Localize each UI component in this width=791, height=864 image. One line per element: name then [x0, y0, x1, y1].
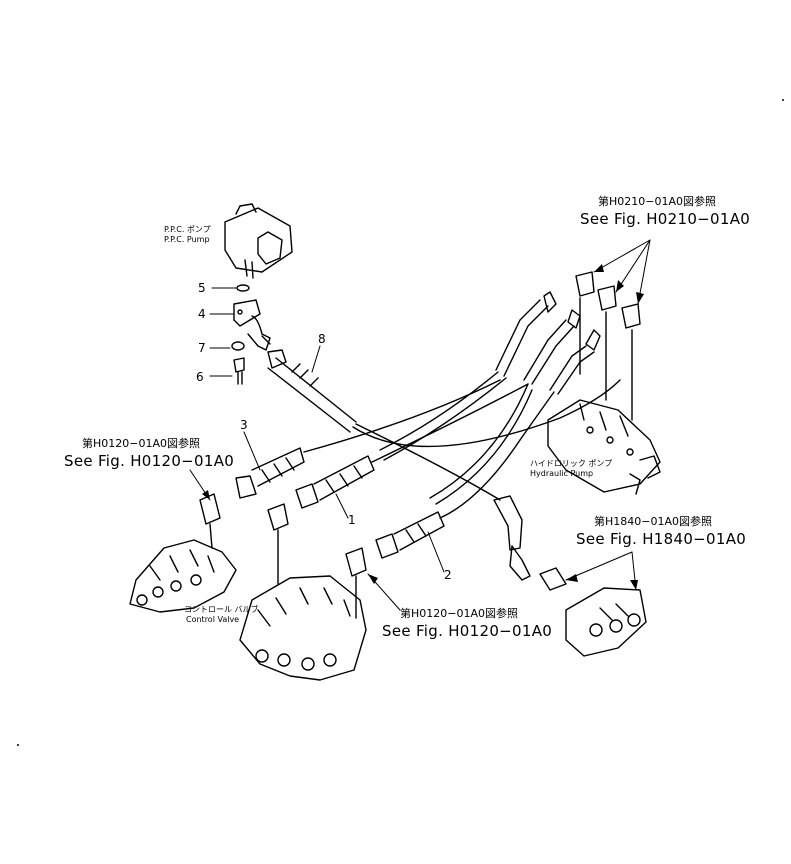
- part-number-4: 4: [198, 307, 206, 321]
- hydraulic-pump-jp-label: ハイドロリック ポンプ: [530, 459, 613, 468]
- cv-mid-ref-jp-label: 第H0120−01A0図参照: [400, 607, 519, 620]
- control-valve-en-label: Control Valve: [186, 615, 240, 624]
- control-valve-jp-label: コントロール バルブ: [184, 605, 259, 614]
- speck-dot: [17, 744, 19, 746]
- ppc-pump-en-label: P.P.C. Pump: [164, 235, 210, 244]
- cv-left-ref-en-label: See Fig. H0120−01A0: [64, 452, 235, 470]
- leader-lines: [189, 239, 651, 611]
- hose-2-drawing: [375, 439, 521, 559]
- h1840-block-drawing: [565, 587, 647, 657]
- hydraulic-pump-en-label: Hydraulic Pump: [530, 469, 594, 478]
- hose-3-drawing: [235, 379, 501, 499]
- left-control-valve-drawing: [129, 493, 237, 613]
- part-number-3: 3: [240, 418, 248, 432]
- part-number-8: 8: [318, 332, 326, 346]
- h1840-hose-drawing: [355, 423, 567, 591]
- cv-mid-ref-en-label: See Fig. H0120−01A0: [382, 622, 553, 640]
- pump-ref-jp-label: 第H0210−01A0図参照: [598, 195, 717, 208]
- part-number-6: 6: [196, 370, 204, 384]
- hydraulic-pump-drawing: [547, 399, 661, 495]
- flange-assembly-drawing: [231, 299, 271, 385]
- hose-8-drawing: [267, 349, 621, 448]
- cv-left-ref-jp-label: 第H0120−01A0図参照: [82, 437, 201, 450]
- arrow-heads: [202, 264, 644, 590]
- upper-hoses-drawing: [379, 291, 601, 505]
- ppc-pump-jp-label: P.P.C. ポンプ: [164, 225, 211, 234]
- part-number-5: 5: [198, 281, 206, 295]
- h1840-ref-jp-label: 第H1840−01A0図参照: [594, 515, 713, 528]
- part-number-1: 1: [348, 513, 356, 527]
- pump-top-fittings-drawing: [575, 271, 641, 421]
- h1840-ref-en-label: See Fig. H1840−01A0: [576, 530, 747, 548]
- middle-control-valve-drawing: [239, 503, 367, 681]
- pump-ref-en-label: See Fig. H0210−01A0: [580, 210, 751, 228]
- speck-dot: [782, 99, 784, 101]
- ppc-pump-drawing: [224, 203, 293, 292]
- part-number-2: 2: [444, 568, 452, 582]
- hose-1-drawing: [295, 383, 529, 509]
- part-number-7: 7: [198, 341, 206, 355]
